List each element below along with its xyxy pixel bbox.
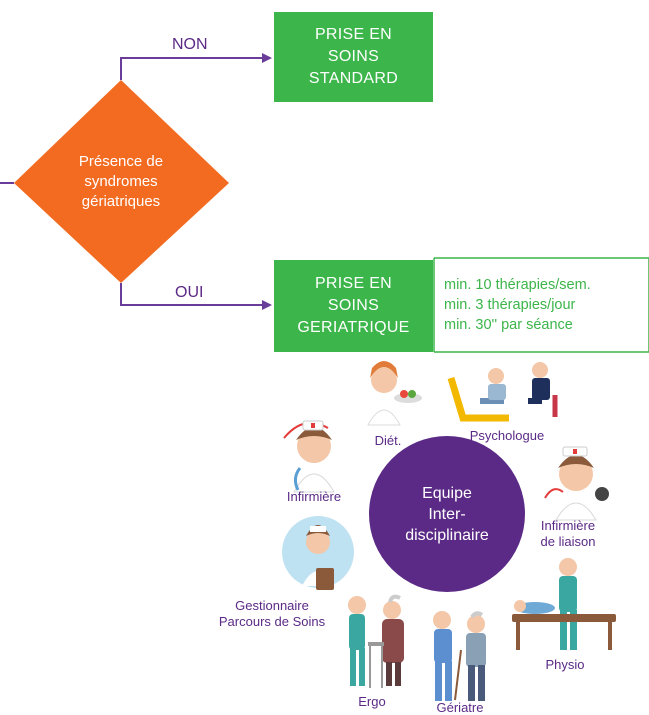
liaison-nurse-label: Infirmière de liaison [530, 518, 606, 550]
decision-line-1: Présence de [78, 153, 164, 170]
team-circle: Equipe Inter- disciplinaire [369, 436, 525, 592]
yes-branch-label: OUI [175, 284, 204, 301]
team-line-3: disciplinaire [405, 526, 489, 544]
decision-line-2: syndromes [84, 173, 158, 190]
physiotherapist-label: Physio [545, 657, 585, 672]
standard-care-line-2: SOINS [327, 48, 380, 65]
decision-line-3: gériatriques [81, 193, 161, 210]
decision-label: Présence de syndromes gériatriques [48, 152, 194, 212]
psychologist-label: Psychologue [469, 428, 545, 443]
geriatric-care-line-3: GERIATRIQUE [297, 319, 410, 336]
nurse-label: Infirmière [286, 489, 342, 504]
team-line-2: Inter- [428, 505, 466, 523]
care-manager-label-line-1: Gestionnaire [235, 598, 309, 613]
dietitian-label: Diét. [374, 433, 402, 448]
standard-care-box: PRISE EN SOINS STANDARD [274, 12, 433, 102]
requirement-session: min. 30'' par séance [444, 317, 573, 333]
team-line-1: Equipe [422, 484, 472, 502]
liaison-nurse-label-line-2: de liaison [540, 534, 596, 549]
geriatrician-label: Gériatre [436, 700, 484, 715]
geriatric-care-box: PRISE EN SOINS GERIATRIQUE [274, 260, 433, 352]
standard-care-line-3: STANDARD [308, 70, 399, 87]
care-manager-label-line-2: Parcours de Soins [218, 614, 326, 629]
standard-care-line-1: PRISE EN [314, 26, 393, 43]
no-branch-label: NON [172, 36, 208, 53]
requirements-list: min. 10 thérapies/sem. min. 3 thérapies/… [444, 275, 644, 335]
liaison-nurse-label-line-1: Infirmière [540, 518, 596, 533]
requirement-daily: min. 3 thérapies/jour [444, 297, 576, 313]
geriatric-care-line-2: SOINS [327, 297, 380, 314]
requirement-weekly: min. 10 thérapies/sem. [444, 277, 591, 293]
care-manager-label: Gestionnaire Parcours de Soins [207, 598, 337, 630]
geriatric-care-line-1: PRISE EN [314, 275, 393, 292]
occupational-therapist-label: Ergo [358, 694, 386, 709]
